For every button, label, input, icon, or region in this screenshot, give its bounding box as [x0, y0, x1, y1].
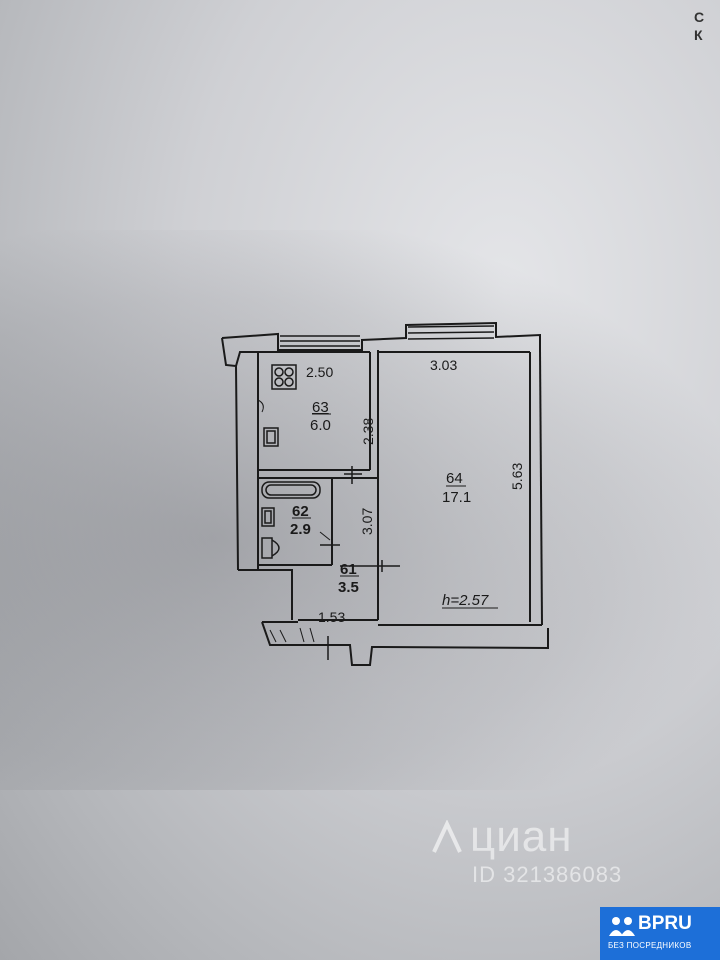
room-63-number: 63	[312, 399, 329, 416]
room-62-area: 2.9	[290, 521, 311, 538]
wall-hatching	[269, 627, 315, 643]
bathtub-icon	[261, 481, 321, 499]
kitchen-width-label: 2.50	[306, 364, 333, 380]
hall-depth-label: 3.07	[359, 508, 375, 535]
people-icon	[609, 917, 635, 936]
room-width-label: 3.03	[430, 357, 457, 373]
toilet-icon	[261, 537, 280, 559]
photo-shadow	[0, 230, 720, 790]
room-64-label: 64 17.1	[442, 470, 471, 506]
corner-letter-1: С	[694, 9, 705, 25]
cian-logo-icon	[432, 820, 462, 853]
room-64-area: 17.1	[442, 489, 471, 506]
room-64-number: 64	[446, 470, 463, 487]
logo-subtitle: БЕЗ ПОСРЕДНИКОВ	[608, 941, 692, 950]
corner-letter-2: К	[694, 27, 703, 43]
ceiling-height-text: h=2.57	[442, 592, 489, 609]
watermark-brand: циан	[470, 812, 573, 861]
walls	[221, 321, 549, 666]
sink-icon	[263, 427, 279, 447]
washbasin-icon	[261, 507, 275, 527]
door-swing-arcs	[257, 399, 331, 541]
room-61-number: 61	[340, 561, 357, 578]
ceiling-height-label: h=2.57	[442, 592, 498, 609]
room-window	[407, 325, 495, 340]
logo-title: BPRU	[638, 913, 692, 934]
page-edge-text: С К	[694, 8, 704, 44]
kitchen-depth-label: 2.38	[360, 418, 376, 445]
room-63-area: 6.0	[310, 417, 331, 434]
room-depth-label: 5.63	[509, 463, 525, 490]
kitchen-window	[280, 335, 360, 347]
room-61-label: 61 3.5	[338, 561, 359, 596]
watermark-id: ID 321386083	[472, 862, 623, 887]
dimension-ticks	[320, 466, 400, 660]
room-62-number: 62	[292, 503, 309, 520]
stove-icon	[271, 364, 297, 390]
bpru-logo: BPRU БЕЗ ПОСРЕДНИКОВ	[600, 907, 720, 960]
room-63-label: 63 6.0	[310, 399, 331, 434]
room-62-label: 62 2.9	[290, 503, 311, 538]
room-61-area: 3.5	[338, 579, 359, 596]
entrance-width-label: 1.53	[318, 609, 345, 625]
cian-watermark: циан ID 321386083	[430, 812, 670, 892]
